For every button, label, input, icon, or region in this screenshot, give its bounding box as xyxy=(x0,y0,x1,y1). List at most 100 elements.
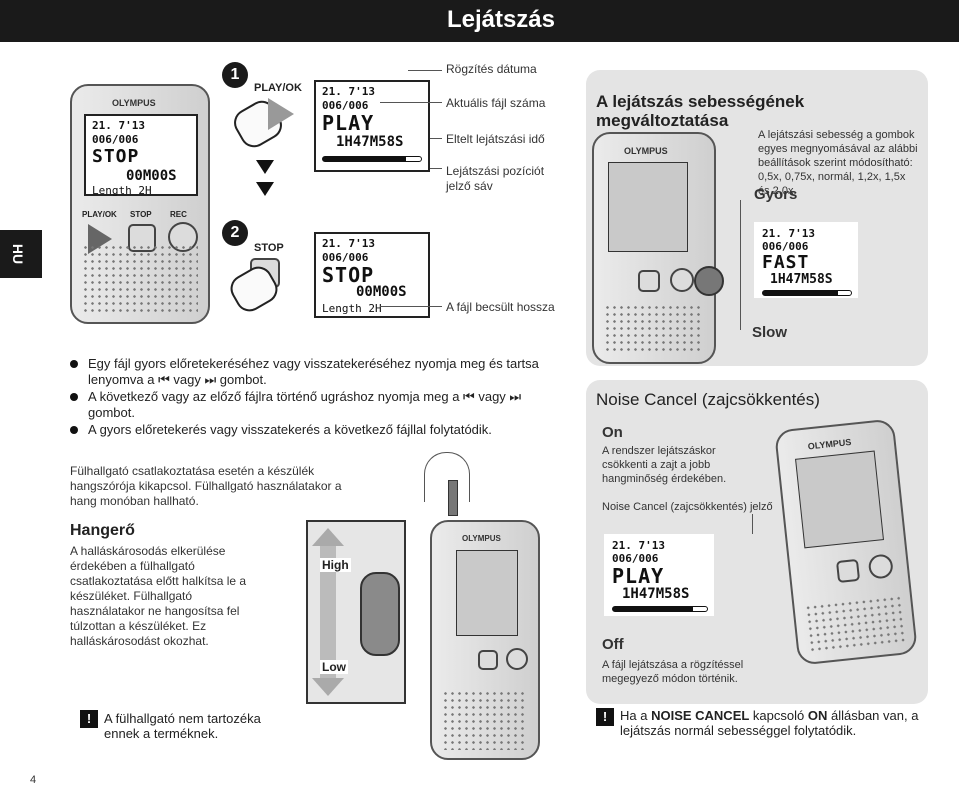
lcd-play-progress-bar xyxy=(322,156,422,162)
note-right-mid: kapcsoló xyxy=(749,708,808,723)
device-logo-center: OLYMPUS xyxy=(462,534,501,543)
lcd-length: Length 2H xyxy=(92,184,152,197)
step-1-button-label: PLAY/OK xyxy=(254,82,302,94)
callout-line-date xyxy=(408,70,442,71)
callout-line-file xyxy=(380,102,442,103)
bullet-item: A következő vagy az előző fájlra történő… xyxy=(70,389,560,421)
noise-off-text: A fájl lejátszása a rögzítéssel megegyez… xyxy=(602,659,744,685)
device-logo: OLYMPUS xyxy=(112,98,156,108)
device-logo-noise: OLYMPUS xyxy=(807,436,852,452)
play-key-outline-icon xyxy=(268,98,294,130)
recorder-device-center: OLYMPUS xyxy=(430,520,540,760)
lcd-time: 00M00S xyxy=(126,168,177,184)
volume-high-label: High xyxy=(320,558,351,572)
noise-indicator-line xyxy=(752,514,753,534)
earphone-note: Fülhallgató csatlakoztatása esetén a kés… xyxy=(70,464,342,508)
lcd-play-date: 21. 7'13 xyxy=(322,85,375,98)
skip-instructions-list: Egy fájl gyors előretekeréséhez vagy vis… xyxy=(70,356,560,439)
device-lcd-left: 21. 7'13 006/006 STOP 00M00S Length 2H xyxy=(84,114,198,197)
volume-arrow-shaft xyxy=(320,546,336,678)
speed-jog-dial[interactable] xyxy=(694,266,724,296)
note-left-text: A fülhallgató nem tartozéka ennek a term… xyxy=(104,711,261,741)
lcd-noise-time: 1H47M58S xyxy=(622,586,690,602)
warning-icon-right: ! xyxy=(596,708,614,726)
lcd-play-mode: PLAY xyxy=(322,111,375,135)
language-tab: HU xyxy=(0,230,42,278)
noise-off-label: Off xyxy=(602,636,624,653)
speed-slow-label: Slow xyxy=(752,324,788,341)
volume-up-arrow-icon xyxy=(312,528,344,546)
earphone-plug-icon xyxy=(448,480,458,516)
callout-file-number: Aktuális fájl száma xyxy=(446,96,546,110)
lcd-stop-time: 00M00S xyxy=(356,284,407,300)
step-1-badge: 1 xyxy=(222,62,248,88)
noise-stop-button[interactable] xyxy=(835,558,861,584)
callout-recording-date: Rögzítés dátuma xyxy=(446,62,537,76)
lcd-fast-screen: 21. 7'13 006/006 FAST 1H47M58S xyxy=(754,222,858,298)
bullet-item: A gyors előretekerés vagy visszatekerés … xyxy=(70,422,560,438)
lcd-fast-progress-bar xyxy=(762,290,852,296)
center-rec-button[interactable] xyxy=(506,648,528,670)
step-2-badge: 2 xyxy=(222,220,248,246)
device-speaker-grille-noise xyxy=(804,594,906,655)
volume-dial-illustration: High Low xyxy=(306,520,406,704)
lcd-fast-mode: FAST xyxy=(762,252,810,273)
page-number: 4 xyxy=(30,774,37,786)
lcd-file-number: 006/006 xyxy=(92,133,139,146)
page-header xyxy=(0,0,959,42)
lcd-stop-file: 006/006 xyxy=(322,251,369,264)
callout-file-length: A fájl becsült hossza xyxy=(446,300,555,314)
lcd-mode: STOP xyxy=(92,146,140,167)
speed-rec-button[interactable] xyxy=(670,268,694,292)
lcd-date: 21. 7'13 xyxy=(92,119,145,132)
speed-bracket-line xyxy=(740,200,741,330)
device-label-play: PLAY/OK xyxy=(82,210,117,219)
callout-position-bar: Lejátszási pozíciót jelző sáv xyxy=(446,164,545,193)
device-screen-speed xyxy=(608,162,688,252)
lcd-fast-time: 1H47M58S xyxy=(770,272,833,287)
lcd-noise-date: 21. 7'13 xyxy=(612,539,665,552)
lcd-stop-mode: STOP xyxy=(322,263,375,287)
noise-on-text: A rendszer lejátszáskor csökkenti a zajt… xyxy=(602,445,727,485)
lcd-noise-file: 006/006 xyxy=(612,552,659,565)
speed-panel-title-1: A lejátszás sebességének xyxy=(596,92,805,111)
device-screen-center xyxy=(456,550,518,636)
device-speaker-grille xyxy=(82,244,198,314)
device-screen-noise xyxy=(795,450,885,549)
noise-cancel-panel: Noise Cancel (zajcsökkentés) On A rendsz… xyxy=(586,380,928,704)
callout-line-length xyxy=(380,306,442,307)
arrow-down-icon-1 xyxy=(256,160,274,174)
lcd-stop-length: Length 2H xyxy=(322,302,382,315)
device-speaker-grille-center xyxy=(442,690,528,750)
center-stop-button[interactable] xyxy=(478,650,498,670)
volume-text: A halláskárosodás elkerülése érdekében a… xyxy=(70,544,247,648)
noise-on-label: On xyxy=(602,424,623,441)
noise-rec-button[interactable] xyxy=(867,553,894,580)
earphone-cable xyxy=(424,452,470,502)
noise-indicator-label: Noise Cancel (zajcsökkentés) jelző xyxy=(602,501,773,513)
lcd-stop-date: 21. 7'13 xyxy=(322,237,375,250)
warning-icon-left: ! xyxy=(80,710,98,728)
note-right-post: állásban van, a lejátszás normál sebessé… xyxy=(620,708,919,738)
volume-low-label: Low xyxy=(320,660,348,674)
lcd-noise-progress-bar xyxy=(612,606,708,612)
volume-down-arrow-icon xyxy=(312,678,344,696)
page-title: Lejátszás xyxy=(446,6,555,33)
speed-stop-button[interactable] xyxy=(638,270,660,292)
step-2-button-label: STOP xyxy=(254,242,284,254)
callout-line-elapsed xyxy=(430,138,442,139)
lcd-fast-date: 21. 7'13 xyxy=(762,227,815,240)
bullet-item: Egy fájl gyors előretekeréséhez vagy vis… xyxy=(70,356,560,388)
lcd-noise-mode: PLAY xyxy=(612,564,665,588)
volume-wheel[interactable] xyxy=(360,572,400,656)
device-logo-speed: OLYMPUS xyxy=(624,146,668,156)
speed-panel-text: A lejátszási sebesség a gombok egyes meg… xyxy=(758,129,918,197)
arrow-down-icon-2 xyxy=(256,182,274,196)
speed-fast-label: Gyors xyxy=(754,186,798,203)
volume-heading: Hangerő xyxy=(70,522,135,539)
noise-panel-title: Noise Cancel (zajcsökkentés) xyxy=(596,390,820,409)
lcd-fast-file: 006/006 xyxy=(762,240,809,253)
callout-elapsed-time: Eltelt lejátszási idő xyxy=(446,132,545,146)
callout-line-position xyxy=(430,168,442,169)
recorder-device-left: OLYMPUS 21. 7'13 006/006 STOP 00M00S Len… xyxy=(70,84,210,324)
